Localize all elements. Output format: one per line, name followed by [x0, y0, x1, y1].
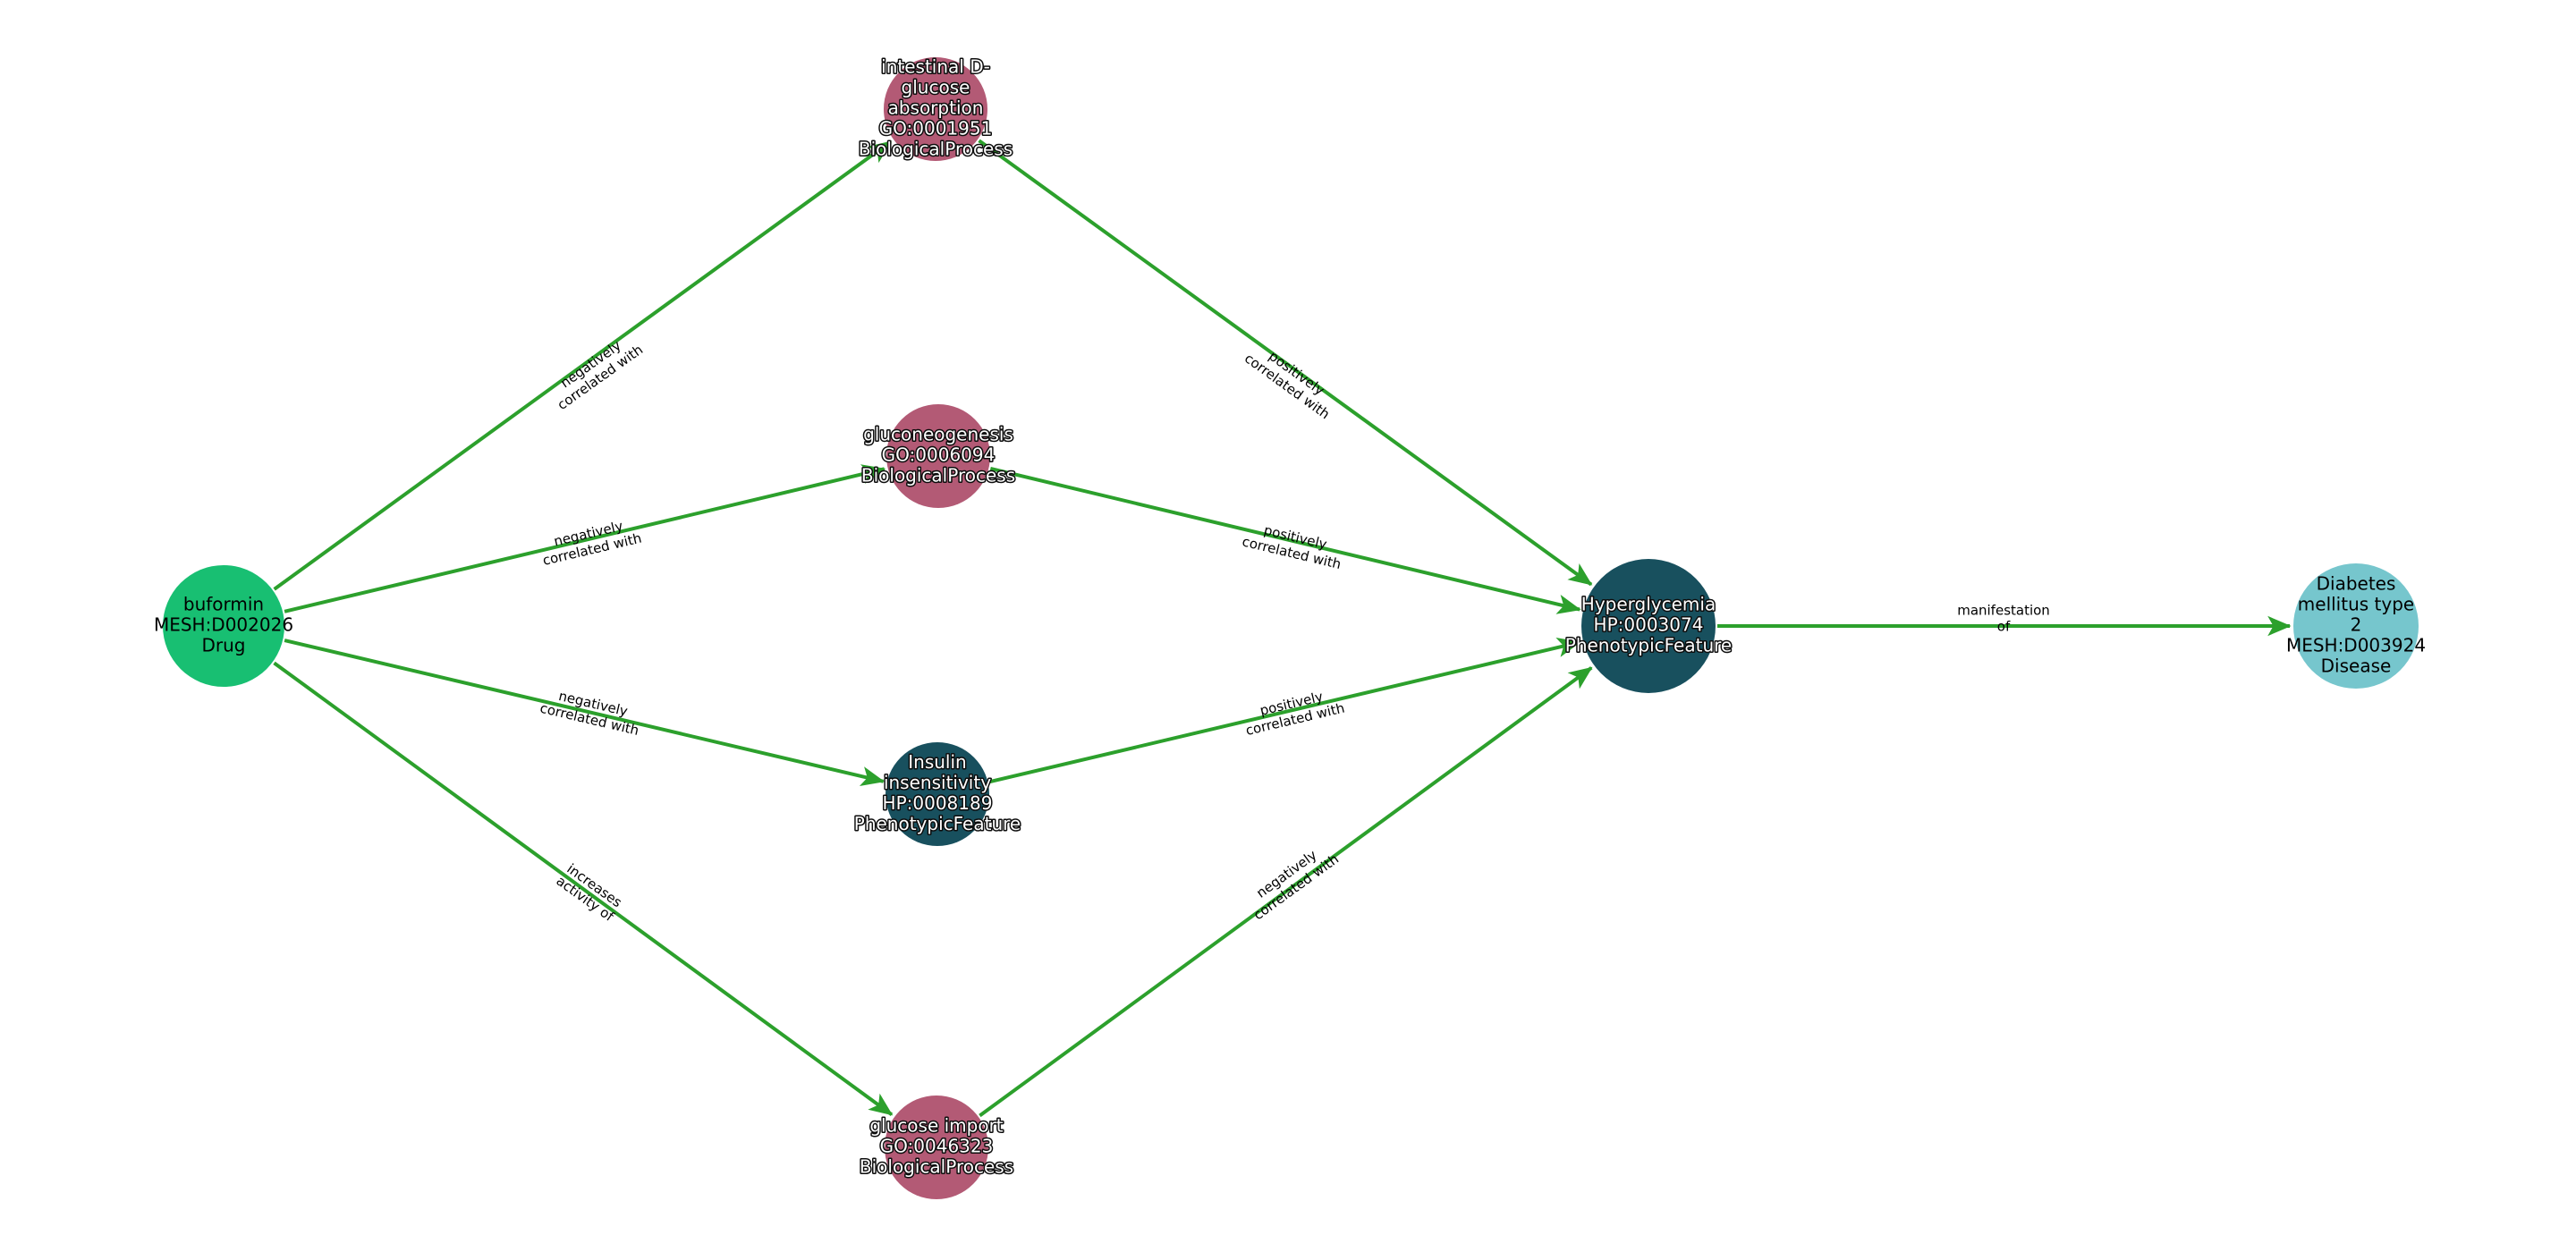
node-circle[interactable]: [2293, 563, 2419, 689]
node-label-line: GO:0046323: [880, 1136, 994, 1157]
graph-node[interactable]: InsulininsensitivityHP:0008189Phenotypic…: [852, 742, 1022, 846]
graph-edge[interactable]: [978, 139, 1593, 587]
node-label-line: BiologicalProcess: [859, 139, 1013, 160]
node-label-line: Disease: [2321, 656, 2392, 677]
node-label-line: insensitivity: [884, 772, 991, 793]
node-label-line: 2: [2351, 614, 2362, 636]
node-label-line: gluconeogenesis: [863, 424, 1013, 445]
node-circle[interactable]: [1581, 559, 1716, 693]
edge-label-line: manifestation: [1957, 603, 2050, 619]
graph-edge[interactable]: [284, 639, 886, 786]
graph-edge[interactable]: [989, 467, 1581, 614]
node-label-line: mellitus type: [2298, 594, 2414, 615]
node-circle[interactable]: [163, 565, 284, 687]
node-label-line: absorption: [888, 97, 984, 119]
node-label-line: GO:0001951: [879, 118, 993, 140]
node-label-line: Diabetes: [2317, 573, 2396, 595]
node-label-line: MESH:D003924: [2286, 635, 2426, 656]
node-circle[interactable]: [885, 1096, 988, 1199]
node-label-line: buformin: [183, 594, 264, 615]
graph-edge[interactable]: [273, 661, 894, 1117]
node-circle[interactable]: [884, 57, 987, 161]
node-label-line: HP:0003074: [1594, 614, 1704, 636]
node-label-line: HP:0008189: [883, 792, 993, 814]
node-label-line: GO:0006094: [882, 444, 996, 466]
node-circle[interactable]: [886, 742, 989, 846]
graph-node[interactable]: intestinal D-glucoseabsorptionGO:0001951…: [857, 55, 1014, 162]
node-label-line: BiologicalProcess: [861, 465, 1015, 486]
graph-edge[interactable]: [988, 637, 1581, 784]
node-label-line: intestinal D-: [881, 56, 990, 78]
node-label-line: BiologicalProcess: [860, 1156, 1013, 1178]
node-circle[interactable]: [886, 404, 990, 508]
graph-node[interactable]: glucose importGO:0046323BiologicalProces…: [858, 1096, 1015, 1199]
graph-node[interactable]: gluconeogenesisGO:0006094BiologicalProce…: [860, 404, 1017, 508]
node-label-line: Hyperglycemia: [1581, 594, 1716, 615]
graph-edge[interactable]: [979, 666, 1593, 1118]
edges-layer: [273, 139, 2292, 1118]
graph-edge[interactable]: [284, 464, 886, 613]
node-label-line: glucose: [902, 77, 970, 98]
node-label-line: PhenotypicFeature: [854, 813, 1021, 834]
node-label-line: Insulin: [908, 751, 966, 773]
edge-label-line: of: [1997, 619, 2011, 635]
graph-edge[interactable]: [273, 140, 893, 591]
node-label-line: PhenotypicFeature: [1565, 635, 1732, 656]
node-label-line: MESH:D002026: [154, 614, 293, 636]
node-label-line: Drug: [202, 635, 246, 656]
node-label-line: glucose import: [869, 1115, 1003, 1137]
